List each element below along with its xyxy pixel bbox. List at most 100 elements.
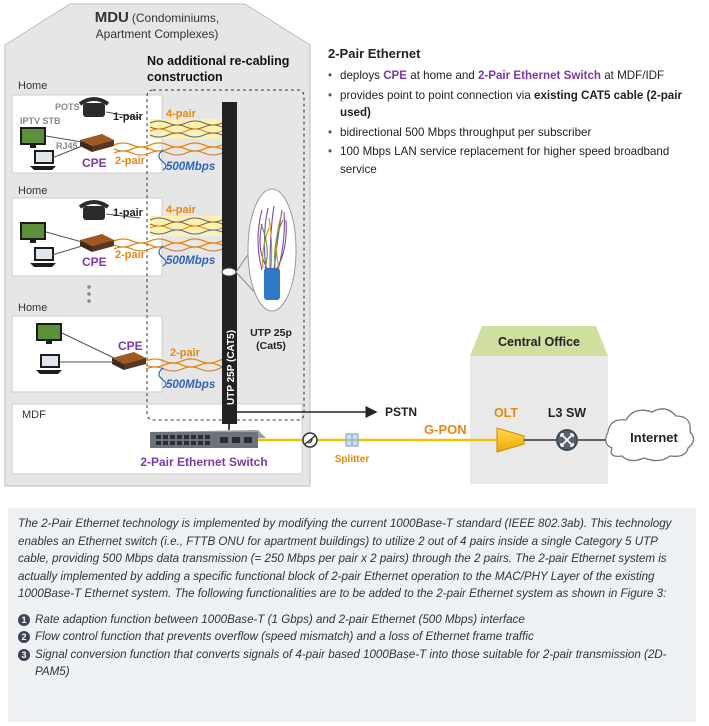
olt-icon	[496, 427, 525, 453]
pc-icon	[30, 150, 56, 170]
home-1-4pair-cable	[149, 119, 223, 139]
phone-link	[105, 213, 141, 219]
home-1-speed: 500Mbps	[166, 161, 215, 173]
switch-label: 2-Pair Ethernet Switch	[140, 455, 267, 469]
home-1-pair4: 4-pair	[166, 108, 197, 120]
cpe-device-icon	[80, 134, 114, 152]
home-2-pair2: 2-pair	[115, 249, 146, 261]
fiber-connector-icon	[302, 432, 318, 448]
mdu-title: MDU	[95, 9, 129, 26]
olt-label: OLT	[494, 406, 518, 420]
dot-2	[87, 292, 91, 296]
function-item: 2 Flow control function that prevents ove…	[18, 628, 686, 646]
home-3-speed-arrow	[158, 367, 167, 389]
feature-highlight-switch: 2-Pair Ethernet Switch	[477, 69, 601, 82]
home-2-cpe-label: CPE	[82, 255, 107, 269]
cpe-device-icon	[112, 352, 146, 370]
pc-icon	[36, 354, 62, 374]
phone-icon	[78, 97, 110, 117]
dot-3	[87, 299, 91, 303]
number-badge-icon: 1	[18, 613, 30, 626]
cable-bundle-icon	[247, 188, 297, 312]
feature-list: deploys CPE at home and 2-Pair Ethernet …	[328, 67, 703, 178]
network-diagram: MDU(Condominiums, Apartment Complexes) H…	[4, 3, 695, 487]
home-2-pair4: 4-pair	[166, 204, 197, 216]
callout-label-2: (Cat5)	[256, 340, 286, 352]
function-text: Flow control function that prevents over…	[35, 630, 534, 643]
home-3-cpe-label: CPE	[118, 339, 143, 353]
phone-link	[105, 111, 141, 119]
pc-link	[51, 245, 83, 256]
mdu-title-group: MDU(Condominiums,	[95, 9, 220, 26]
phone-icon	[78, 200, 110, 220]
function-list: 1 Rate adaption function between 1000Base…	[18, 611, 686, 681]
feature-text: deploys	[340, 69, 384, 82]
home-1-rj45-label: RJ45	[56, 141, 78, 151]
internet-cloud-icon	[605, 408, 695, 462]
central-office-label: Central Office	[498, 335, 580, 349]
gpon-label: G-PON	[424, 422, 467, 437]
tv-icon	[20, 127, 46, 148]
feature-text: at home and	[407, 69, 478, 82]
home-1-iptv-label: IPTV STB	[20, 116, 61, 126]
feature-highlight-cable: existing CAT5 cable (2-pair used)	[340, 88, 682, 120]
central-office-tab	[470, 326, 608, 356]
l3sw-label: L3 SW	[548, 406, 586, 420]
utp-cable	[222, 102, 237, 424]
mdu-subtitle-1: (Condominiums,	[132, 11, 219, 25]
feature-text: 100 Mbps LAN service replacement for hig…	[340, 145, 670, 176]
tv-icon	[20, 222, 46, 243]
utp-cable-label: UTP 25P (CAT5)	[226, 330, 237, 405]
tv-link	[45, 135, 83, 143]
dot-1	[87, 285, 91, 289]
home-3-speed: 500Mbps	[166, 379, 215, 391]
number-badge-icon: 2	[18, 631, 30, 643]
home-2-speed-arrow	[158, 245, 167, 267]
central-office-box	[470, 356, 608, 484]
feature-text: bidirectional 500 Mbps throughput per su…	[340, 125, 592, 139]
splitter-label: Splitter	[335, 454, 370, 465]
callout-label-1: UTP 25p	[250, 327, 292, 339]
feature-item: bidirectional 500 Mbps throughput per su…	[328, 124, 703, 142]
description-box: The 2-Pair Ethernet technology is implem…	[8, 508, 696, 722]
feature-title: 2-Pair Ethernet	[328, 46, 421, 61]
tv-link	[61, 332, 115, 359]
home-3-label: Home	[18, 302, 47, 314]
home-1-speed-arrow	[158, 149, 167, 171]
no-recabling-line2: construction	[147, 70, 223, 84]
internet-label: Internet	[630, 430, 678, 445]
function-text: Signal conversion function that converts…	[35, 647, 667, 679]
description-paragraph: The 2-Pair Ethernet technology is implem…	[18, 517, 672, 600]
home-1-pots-label: POTS	[55, 102, 80, 112]
home-3-box	[11, 315, 163, 393]
number-badge-icon: 3	[18, 648, 30, 661]
function-text: Rate adaption function between 1000Base-…	[35, 612, 525, 626]
pc-icon	[30, 247, 56, 267]
splitter-icon	[345, 433, 359, 447]
home-2-pair1: 1-pair	[113, 207, 144, 219]
function-item: 1 Rate adaption function between 1000Base…	[18, 611, 686, 629]
pstn-label: PSTN	[385, 405, 417, 419]
feature-text: at MDF/IDF	[601, 69, 665, 82]
mdf-label: MDF	[22, 409, 46, 421]
tv-link	[45, 231, 83, 243]
home-1-pair1: 1-pair	[113, 111, 144, 123]
feature-highlight-cpe: CPE	[383, 69, 408, 82]
feature-panel: 2-Pair Ethernet deploys CPE at home and …	[328, 46, 703, 180]
feature-item: deploys CPE at home and 2-Pair Ethernet …	[328, 67, 703, 85]
home-1-pair2: 2-pair	[115, 155, 146, 167]
no-recabling-line1: No additional re-cabling	[147, 54, 289, 68]
feature-item: provides point to point connection via e…	[328, 87, 703, 122]
pc-link	[51, 145, 83, 159]
mdu-subtitle-2: Apartment Complexes)	[96, 27, 219, 41]
home-2-label: Home	[18, 185, 47, 197]
cable-section-marker	[221, 267, 237, 277]
home-2-speed: 500Mbps	[166, 255, 215, 267]
l3-switch-icon	[556, 429, 578, 451]
home-2-4pair-cable	[149, 216, 223, 236]
ethernet-switch-icon	[150, 430, 266, 448]
function-item: 3 Signal conversion function that convert…	[18, 646, 686, 681]
home-3-pair2: 2-pair	[170, 347, 201, 359]
home-1-2pair-cable	[113, 142, 223, 156]
